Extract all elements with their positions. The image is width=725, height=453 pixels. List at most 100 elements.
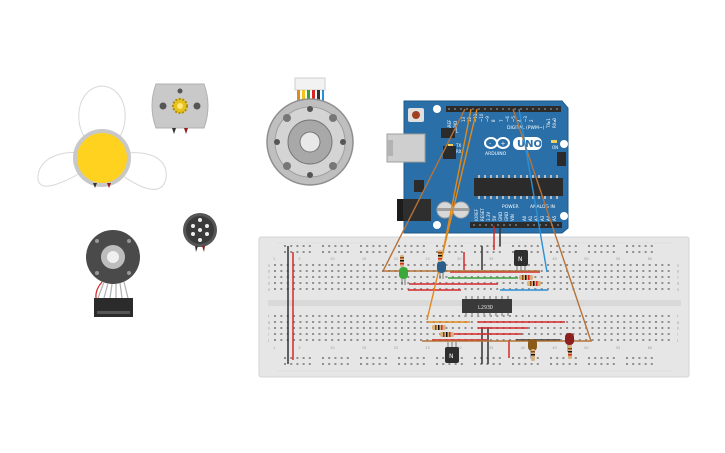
pin-label-9: ~9	[485, 116, 490, 122]
breadboard-hole	[655, 333, 657, 335]
breadboard-hole	[318, 288, 321, 290]
wire-orange-long[interactable]	[426, 108, 478, 321]
resistor-5[interactable]	[432, 325, 446, 330]
wire-brown-left[interactable]	[381, 108, 540, 272]
breadboard-hole	[398, 363, 400, 365]
breadboard-hole	[280, 315, 283, 317]
resistor-1[interactable]	[400, 255, 404, 267]
stepper-screw	[329, 162, 337, 170]
breadboard-hole	[356, 339, 359, 341]
led-brown-body	[528, 339, 537, 351]
breadboard-hole	[413, 288, 416, 290]
breadboard-hole	[604, 270, 607, 272]
wire-blue-long[interactable]	[518, 108, 548, 273]
breadboard-hole	[360, 357, 362, 359]
resistor-7[interactable]	[531, 349, 535, 361]
arduino-uno-board[interactable]: AREF GND 13 12 ~11 ~10 ~9 8 7 ~6 ~5 4 ~3…	[386, 100, 569, 234]
breadboard-hole	[616, 327, 619, 329]
breadboard-hole	[623, 327, 626, 329]
breadboard-hole	[578, 333, 581, 335]
resistor-8[interactable]	[568, 345, 572, 359]
transistor-1[interactable]: N	[514, 250, 528, 271]
motor-driver-ic[interactable]: L293D	[462, 296, 512, 316]
breadboard-hole	[413, 276, 416, 278]
breadboard-hole	[508, 339, 511, 341]
breadboard-hole	[524, 363, 527, 365]
breadboard-hole	[626, 245, 628, 247]
breadboard-hole	[553, 276, 556, 278]
breadboard-hole	[667, 276, 670, 278]
fan-component[interactable]	[37, 85, 167, 190]
breadboard-hole	[334, 357, 337, 359]
breadboard-hole	[362, 321, 365, 323]
arduino-model: UNO	[517, 139, 542, 150]
breadboard-column-number: 45	[552, 346, 556, 350]
resistor-2[interactable]	[438, 250, 442, 262]
encoder-motor[interactable]	[86, 230, 140, 317]
breadboard-hole	[540, 333, 543, 335]
breadboard-hole	[346, 251, 349, 253]
breadboard-column-number: 55	[616, 346, 620, 350]
breadboard-hole	[299, 315, 302, 317]
breadboard-hole	[528, 288, 530, 290]
breadboard-column-number: 30	[457, 257, 461, 261]
breadboard-hole	[498, 357, 501, 359]
pin-label-reset: RESET	[480, 208, 485, 221]
breadboard-row-letter: j	[267, 339, 269, 343]
breadboard-hole	[521, 333, 524, 335]
breadboard-hole	[650, 245, 653, 247]
breadboard-hole	[422, 245, 425, 247]
breadboard-hole	[604, 315, 607, 317]
breadboard-hole	[388, 339, 391, 341]
breadboard-hole	[337, 264, 340, 266]
breadboard-hole	[296, 251, 299, 253]
breadboard-column-number: 50	[584, 257, 588, 261]
breadboard-hole	[413, 282, 416, 284]
breadboard-hole	[648, 288, 651, 290]
stepper-motor[interactable]	[266, 77, 354, 186]
resistor-3[interactable]	[519, 275, 533, 280]
breadboard-hole	[305, 339, 308, 341]
breadboard-hole	[280, 282, 283, 284]
breadboard-hole	[635, 339, 638, 341]
breadboard-column-number: 10	[330, 257, 334, 261]
breadboard-hole	[432, 264, 435, 266]
atmega-chip	[474, 178, 563, 196]
breadboard-hole	[381, 288, 384, 290]
transistor-2[interactable]: N	[445, 342, 459, 363]
small-speaker[interactable]	[183, 213, 217, 252]
breadboard-hole	[318, 264, 321, 266]
breadboard-hole	[661, 282, 664, 284]
led-blue[interactable]	[437, 261, 446, 279]
breadboard-hole	[606, 251, 609, 253]
resistor-band	[531, 351, 535, 353]
dc-motor[interactable]	[151, 83, 209, 134]
breadboard-hole	[413, 315, 416, 317]
wire-orange-short[interactable]	[440, 108, 472, 263]
breadboard-hole	[384, 357, 387, 359]
led-red-body	[565, 333, 574, 345]
breadboard-hole	[489, 288, 492, 290]
breadboard-hole	[324, 339, 327, 341]
resistor-6[interactable]	[440, 332, 454, 337]
breadboard-hole	[578, 288, 581, 290]
breadboard-hole	[638, 357, 641, 359]
breadboard-hole	[638, 245, 641, 247]
breadboard-hole	[644, 363, 647, 365]
svg-text:+: +	[501, 141, 506, 148]
breadboard-hole	[312, 321, 315, 323]
breadboard-hole	[369, 321, 372, 323]
capacitor-right-band	[453, 208, 469, 211]
breadboard-column-number: 1	[273, 346, 275, 350]
breadboard-column-number: 20	[394, 257, 398, 261]
breadboard-hole	[312, 270, 315, 272]
breadboard-hole	[284, 245, 286, 247]
breadboard-hole	[635, 327, 638, 329]
resistor-4[interactable]	[527, 281, 541, 286]
wire-brown-right[interactable]	[422, 108, 592, 342]
dc-motor-screw-top	[177, 88, 183, 94]
breadboard-hole	[572, 315, 575, 317]
breadboard-row-letter: b	[268, 270, 271, 274]
resistor-band	[438, 255, 442, 257]
led-green[interactable]	[399, 267, 408, 285]
